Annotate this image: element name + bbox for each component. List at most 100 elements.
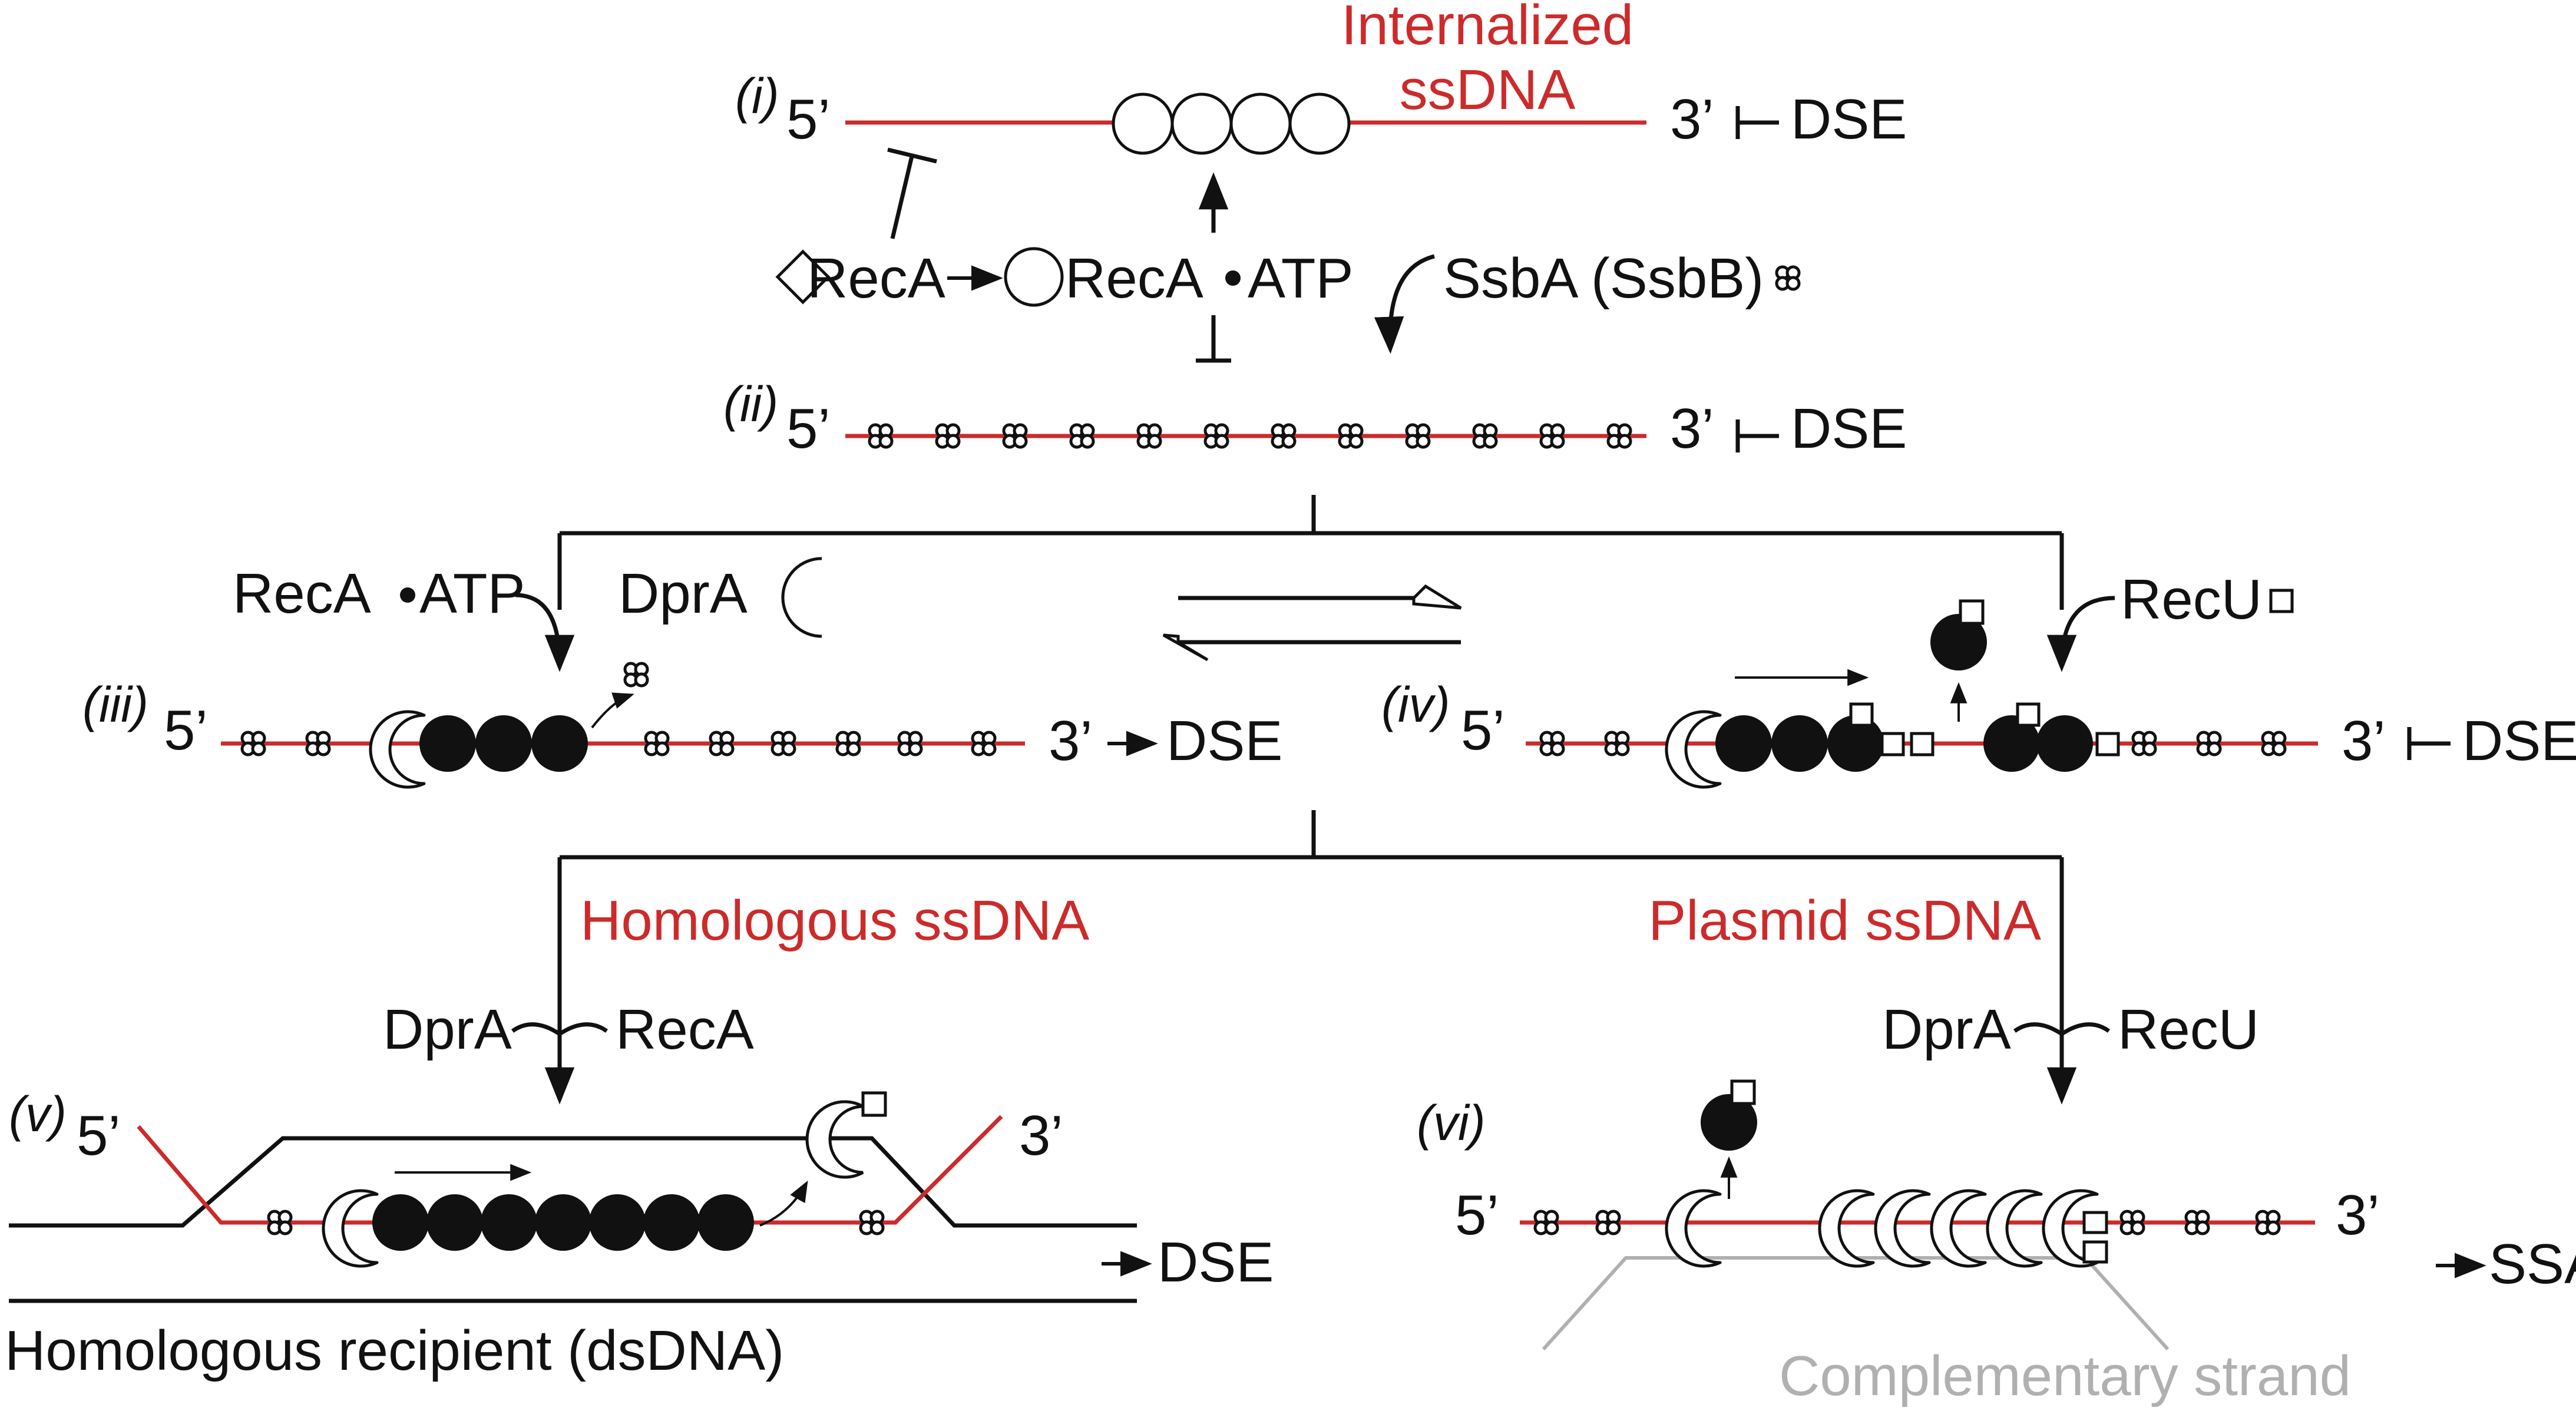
step-iii-label: (iii) xyxy=(82,677,148,732)
filled-circle-icon xyxy=(1930,614,1987,670)
reca-atp-circle-icon xyxy=(1170,92,1233,155)
reca-dpra-loading-arrow xyxy=(515,593,575,672)
branch-to-iv: RecU xyxy=(2046,568,2294,672)
filled-circle-icon xyxy=(531,715,588,772)
filled-circle-icon xyxy=(643,1194,700,1251)
step-iv-outcome: DSE xyxy=(2462,709,2576,772)
branch-bracket-lower xyxy=(557,810,2064,1037)
crescent-icon xyxy=(1876,1191,1929,1266)
filled-circle-icon xyxy=(535,1194,591,1251)
v-reca-label: RecA xyxy=(616,998,754,1061)
inhibit-bar-icon xyxy=(1735,419,1779,452)
small-square-icon xyxy=(2269,589,2294,613)
small-square-icon xyxy=(1880,732,1905,756)
vi-recu-label: RecU xyxy=(2118,998,2259,1061)
bullet-dot xyxy=(1225,270,1241,286)
filled-circle-icon xyxy=(1827,715,1884,772)
filled-circle-icon xyxy=(589,1194,646,1251)
diamond-icon xyxy=(775,249,831,305)
iii-reca-label: RecA xyxy=(233,562,371,625)
v-dpra-label: DprA xyxy=(383,998,512,1061)
filled-circle-icon xyxy=(1983,715,2040,772)
step-v-three-prime: 3’ xyxy=(1019,1104,1063,1167)
bullet-dot xyxy=(400,587,415,603)
step-iii: (iii) 5’ 3’ DSE xyxy=(82,663,1282,787)
ssb-displacement-arrow xyxy=(591,692,634,729)
atp-label: ATP xyxy=(1248,247,1354,310)
step-v: (v) 5’ 3’ DSE Homologous recipient (dsDN… xyxy=(5,1086,1274,1382)
branch-to-iii: RecA ATP DprA xyxy=(233,557,822,672)
step-iv: (iv) 5’ 3’ DSE xyxy=(1381,599,2576,787)
crescent-icon xyxy=(1666,712,1720,787)
ssba-label: SsbA (SsbB) xyxy=(1443,247,1764,310)
reca-activation-row: RecA RecA ATP xyxy=(775,247,1354,310)
reca-label: RecA xyxy=(807,247,945,310)
crescent-icon xyxy=(781,557,822,638)
reca-atp-circle-icon xyxy=(1229,92,1292,155)
branch-to-vi: DprA RecU xyxy=(1882,998,2259,1105)
filled-circle-icon xyxy=(697,1194,754,1251)
four-lobe-icon xyxy=(625,663,647,686)
step-vi-three-prime: 3’ xyxy=(2336,1184,2380,1247)
reca-atp-label: RecA xyxy=(1065,247,1203,310)
complementary-strand-line xyxy=(1542,1256,2170,1351)
step-iii-five-prime: 5’ xyxy=(164,699,208,762)
filled-circle-icon xyxy=(2036,715,2093,772)
inhibit-bar-icon xyxy=(2407,727,2451,760)
crescent-icon xyxy=(371,712,424,787)
branch-bracket-upper xyxy=(557,495,2064,610)
inhibit-bar-icon xyxy=(1735,106,1779,139)
inhibit-bar-from-ssb xyxy=(1196,315,1231,363)
step-vi-five-prime: 5’ xyxy=(1455,1184,1499,1247)
small-square-icon xyxy=(1730,1079,1756,1105)
step-ii-three-prime: 3’ xyxy=(1670,397,1714,460)
crescent-icon xyxy=(1988,1191,2041,1266)
step-i-three-prime: 3’ xyxy=(1670,88,1714,151)
reca-atp-circle-icon xyxy=(1112,92,1174,155)
step-vi: (vi) 5’ 3’ SSA Complementary strand xyxy=(1417,1079,2576,1408)
filled-circle-icon xyxy=(1701,1094,1757,1151)
small-square-icon xyxy=(861,1091,887,1117)
step-iv-three-prime: 3’ xyxy=(2342,709,2386,772)
step-ii-label: (ii) xyxy=(723,376,778,432)
small-square-icon xyxy=(2082,1211,2108,1234)
step-ii-outcome: DSE xyxy=(1791,397,1907,460)
homologous-ssdna-title: Homologous ssDNA xyxy=(580,889,1089,952)
internalized-title-line1: Internalized xyxy=(1341,0,1633,57)
step-i-outcome: DSE xyxy=(1791,88,1907,151)
crescent-icon xyxy=(1666,1191,1720,1266)
step-iv-label: (iv) xyxy=(1381,677,1450,732)
crescent-icon xyxy=(1932,1191,1985,1266)
step-iv-five-prime: 5’ xyxy=(1461,699,1505,762)
plasmid-ssdna-title: Plasmid ssDNA xyxy=(1648,889,2041,952)
step-v-outcome: DSE xyxy=(1158,1231,1274,1294)
inhibition-arrow-reca-to-ssdna xyxy=(887,147,937,239)
filled-circle-icon xyxy=(1715,715,1772,772)
iii-atp-label: ATP xyxy=(419,562,525,625)
reca-atp-nucleus-cluster xyxy=(1112,92,1351,155)
internalized-title-line2: ssDNA xyxy=(1400,58,1576,121)
homologous-recipient-label: Homologous recipient (dsDNA) xyxy=(5,1319,784,1382)
branch-to-v: DprA RecA xyxy=(383,998,754,1105)
step-ii-five-prime: 5’ xyxy=(786,397,831,460)
step-i-five-prime: 5’ xyxy=(786,88,831,151)
ssba-binding: SsbA (SsbB) xyxy=(1374,247,1799,354)
filled-circle-icon xyxy=(481,1194,537,1251)
recipient-top-strand xyxy=(9,1136,1137,1228)
iv-recu-label: RecU xyxy=(2121,568,2262,631)
dpra-release-arrow xyxy=(759,1180,808,1227)
step-i-label: (i) xyxy=(735,68,779,124)
step-vi-outcome: SSA xyxy=(2489,1233,2576,1296)
step-iii-outcome: DSE xyxy=(1166,709,1282,772)
step-ii: (ii) 5’ 3’ DSE xyxy=(723,376,1907,460)
vi-dpra-label: DprA xyxy=(1882,998,2011,1061)
small-square-icon xyxy=(2082,1240,2108,1264)
ssba-curved-arrow xyxy=(1374,254,1435,354)
complementary-strand-label: Complementary strand xyxy=(1779,1344,2351,1408)
small-square-icon xyxy=(2016,702,2041,727)
filled-circle-icon xyxy=(475,715,532,772)
crescent-icon xyxy=(1820,1191,1873,1266)
small-square-icon xyxy=(1959,599,1985,625)
step-v-five-prime: 5’ xyxy=(77,1104,121,1167)
